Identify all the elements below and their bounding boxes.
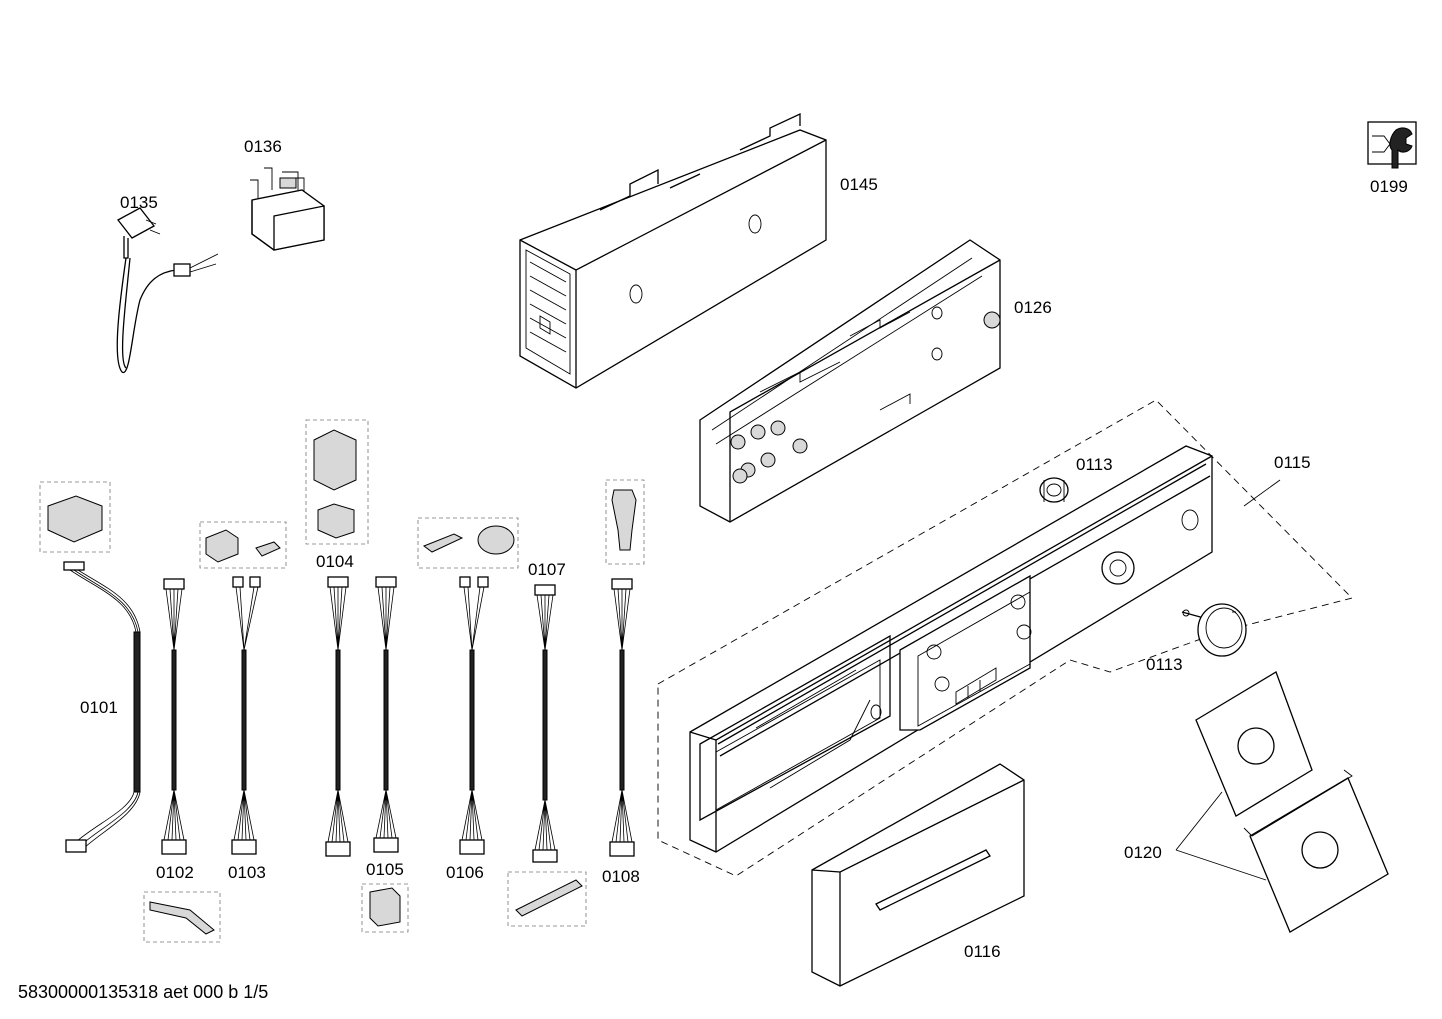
label-0102: 0102 — [156, 863, 194, 882]
label-0126: 0126 — [1014, 298, 1052, 317]
interference-filter-part[interactable] — [250, 167, 325, 251]
control-board-part[interactable] — [699, 239, 1001, 523]
label-0135: 0135 — [120, 193, 158, 212]
label-0108: 0108 — [602, 867, 640, 886]
label-0199: 0199 — [1370, 177, 1408, 196]
label-0105: 0105 — [366, 860, 404, 879]
label-0136: 0136 — [244, 137, 282, 156]
wiring-harness-0107-part[interactable] — [507, 584, 587, 927]
wiring-harness-0103-part[interactable] — [199, 521, 287, 855]
label-0113-bottom: 0113 — [1146, 655, 1183, 674]
fascia-group-outline — [657, 399, 1353, 877]
label-0101: 0101 — [80, 698, 118, 717]
label-0104: 0104 — [316, 552, 354, 571]
wrench-icon[interactable] — [1367, 121, 1417, 169]
wiring-harness-0106-part[interactable] — [417, 517, 519, 855]
document-footer: 58300000135318 aet 000 b 1/5 — [18, 982, 268, 1002]
label-0106: 0106 — [446, 863, 484, 882]
wiring-harness-0105-part[interactable] — [361, 576, 409, 933]
wiring-harness-0108-part[interactable] — [605, 479, 645, 857]
label-0113-top: 0113 — [1076, 455, 1113, 474]
wiring-harness-0102-part[interactable] — [143, 578, 221, 943]
label-0120: 0120 — [1124, 843, 1162, 862]
program-knob-part[interactable] — [1181, 603, 1247, 657]
knob-cap-part[interactable] — [1039, 477, 1069, 503]
label-0103: 0103 — [228, 863, 266, 882]
wiring-harness-0104-part[interactable] — [305, 419, 369, 857]
fascia-panel-part[interactable] — [689, 445, 1213, 853]
label-0116: 0116 — [964, 942, 1001, 961]
board-knobs — [730, 311, 1001, 484]
control-module-housing-part[interactable] — [519, 112, 827, 389]
label-0115: 0115 — [1274, 453, 1311, 472]
wiring-harness-0101-part[interactable] — [39, 481, 141, 853]
power-cable-part[interactable] — [116, 207, 219, 373]
label-0107: 0107 — [528, 560, 566, 579]
cover-plate-part[interactable] — [1175, 671, 1389, 933]
dispenser-handle-part[interactable] — [811, 763, 1025, 987]
label-0145: 0145 — [840, 175, 878, 194]
